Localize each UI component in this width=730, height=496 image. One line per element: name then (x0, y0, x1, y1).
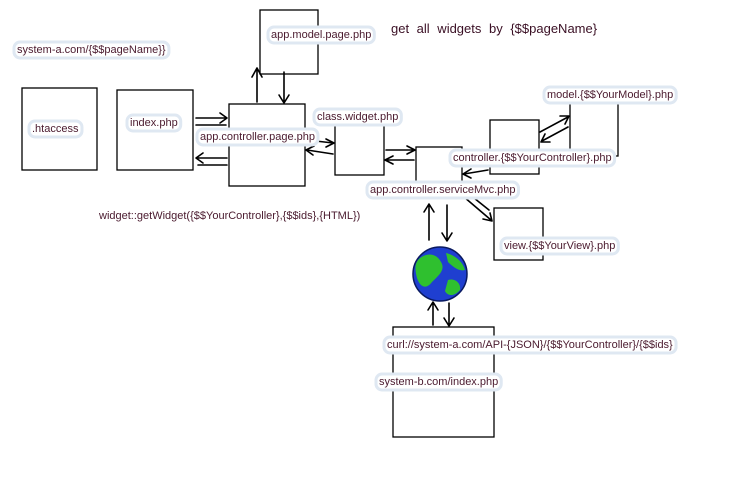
system-b-label: system-b.com/index.php (374, 372, 503, 392)
your-model-box (569, 99, 619, 157)
class-widget-text: class.widget.php (317, 111, 398, 123)
curl-text: curl://system-a.com/API-{JSON}/{$$YourCo… (387, 339, 673, 351)
index-label: index.php (125, 113, 183, 133)
arrow-widget-to-controller (305, 145, 334, 156)
your-view-text: view.{$$YourView}.php (504, 240, 615, 252)
title-label: get all widgets by {$$pageName} (391, 21, 598, 36)
get-widget-label: widget::getWidget({$$YourController},{$$… (98, 210, 360, 222)
arrow-model-to-controller-mvc (540, 126, 569, 143)
index-text: index.php (130, 117, 178, 129)
your-controller-text: controller.{$$YourController}.php (453, 152, 612, 164)
arrow-service-to-globe (441, 204, 453, 242)
page-controller-label: app.controller.page.php (195, 127, 320, 147)
arrow-systemb-to-globe (427, 301, 439, 326)
class-widget-box (334, 119, 385, 176)
arrow-globe-to-systemb (443, 302, 455, 327)
arrow-controller-to-model (251, 67, 263, 103)
your-controller-label: controller.{$$YourController}.php (448, 148, 617, 168)
your-model-label: model.{$$YourModel}.php (542, 85, 678, 105)
arrow-controller-to-model-mvc (539, 115, 570, 133)
your-view-label: view.{$$YourView}.php (499, 236, 620, 256)
page-controller-text: app.controller.page.php (200, 131, 315, 143)
page-model-text: app.model.page.php (271, 29, 371, 41)
your-model-text: model.{$$YourModel}.php (547, 89, 673, 101)
diagram-title: get all widgets by {$$pageName} (391, 21, 598, 36)
curl-label: curl://system-a.com/API-{JSON}/{$$YourCo… (382, 335, 678, 355)
arrow-service-to-view (463, 196, 493, 222)
get-widget-text: widget::getWidget({$$YourController},{$$… (98, 210, 360, 222)
htaccess-text: .htaccess (32, 123, 79, 135)
arrow-service-to-widget (384, 155, 415, 165)
arrow-controller-to-index (195, 152, 228, 164)
service-mvc-label: app.controller.serviceMvc.php (365, 180, 521, 200)
arrow-controller-to-service (462, 168, 489, 179)
arrow-widget-to-service (385, 145, 416, 155)
htaccess-label: .htaccess (27, 119, 84, 139)
globe-icon (412, 246, 468, 302)
arrow-globe-to-service (423, 203, 435, 241)
url-label: system-a.com/{$$pageName}} (12, 40, 171, 60)
system-b-text: system-b.com/index.php (379, 376, 498, 388)
page-model-label: app.model.page.php (266, 25, 376, 45)
system-a-url-label: system-a.com/{$$pageName}} (17, 44, 166, 56)
labels: get all widgets by {$$pageName} system-a… (12, 21, 678, 392)
arrow-index-to-controller (195, 112, 228, 124)
arrow-model-to-controller (278, 71, 290, 104)
service-mvc-text: app.controller.serviceMvc.php (370, 184, 516, 196)
class-widget-label: class.widget.php (312, 107, 403, 127)
